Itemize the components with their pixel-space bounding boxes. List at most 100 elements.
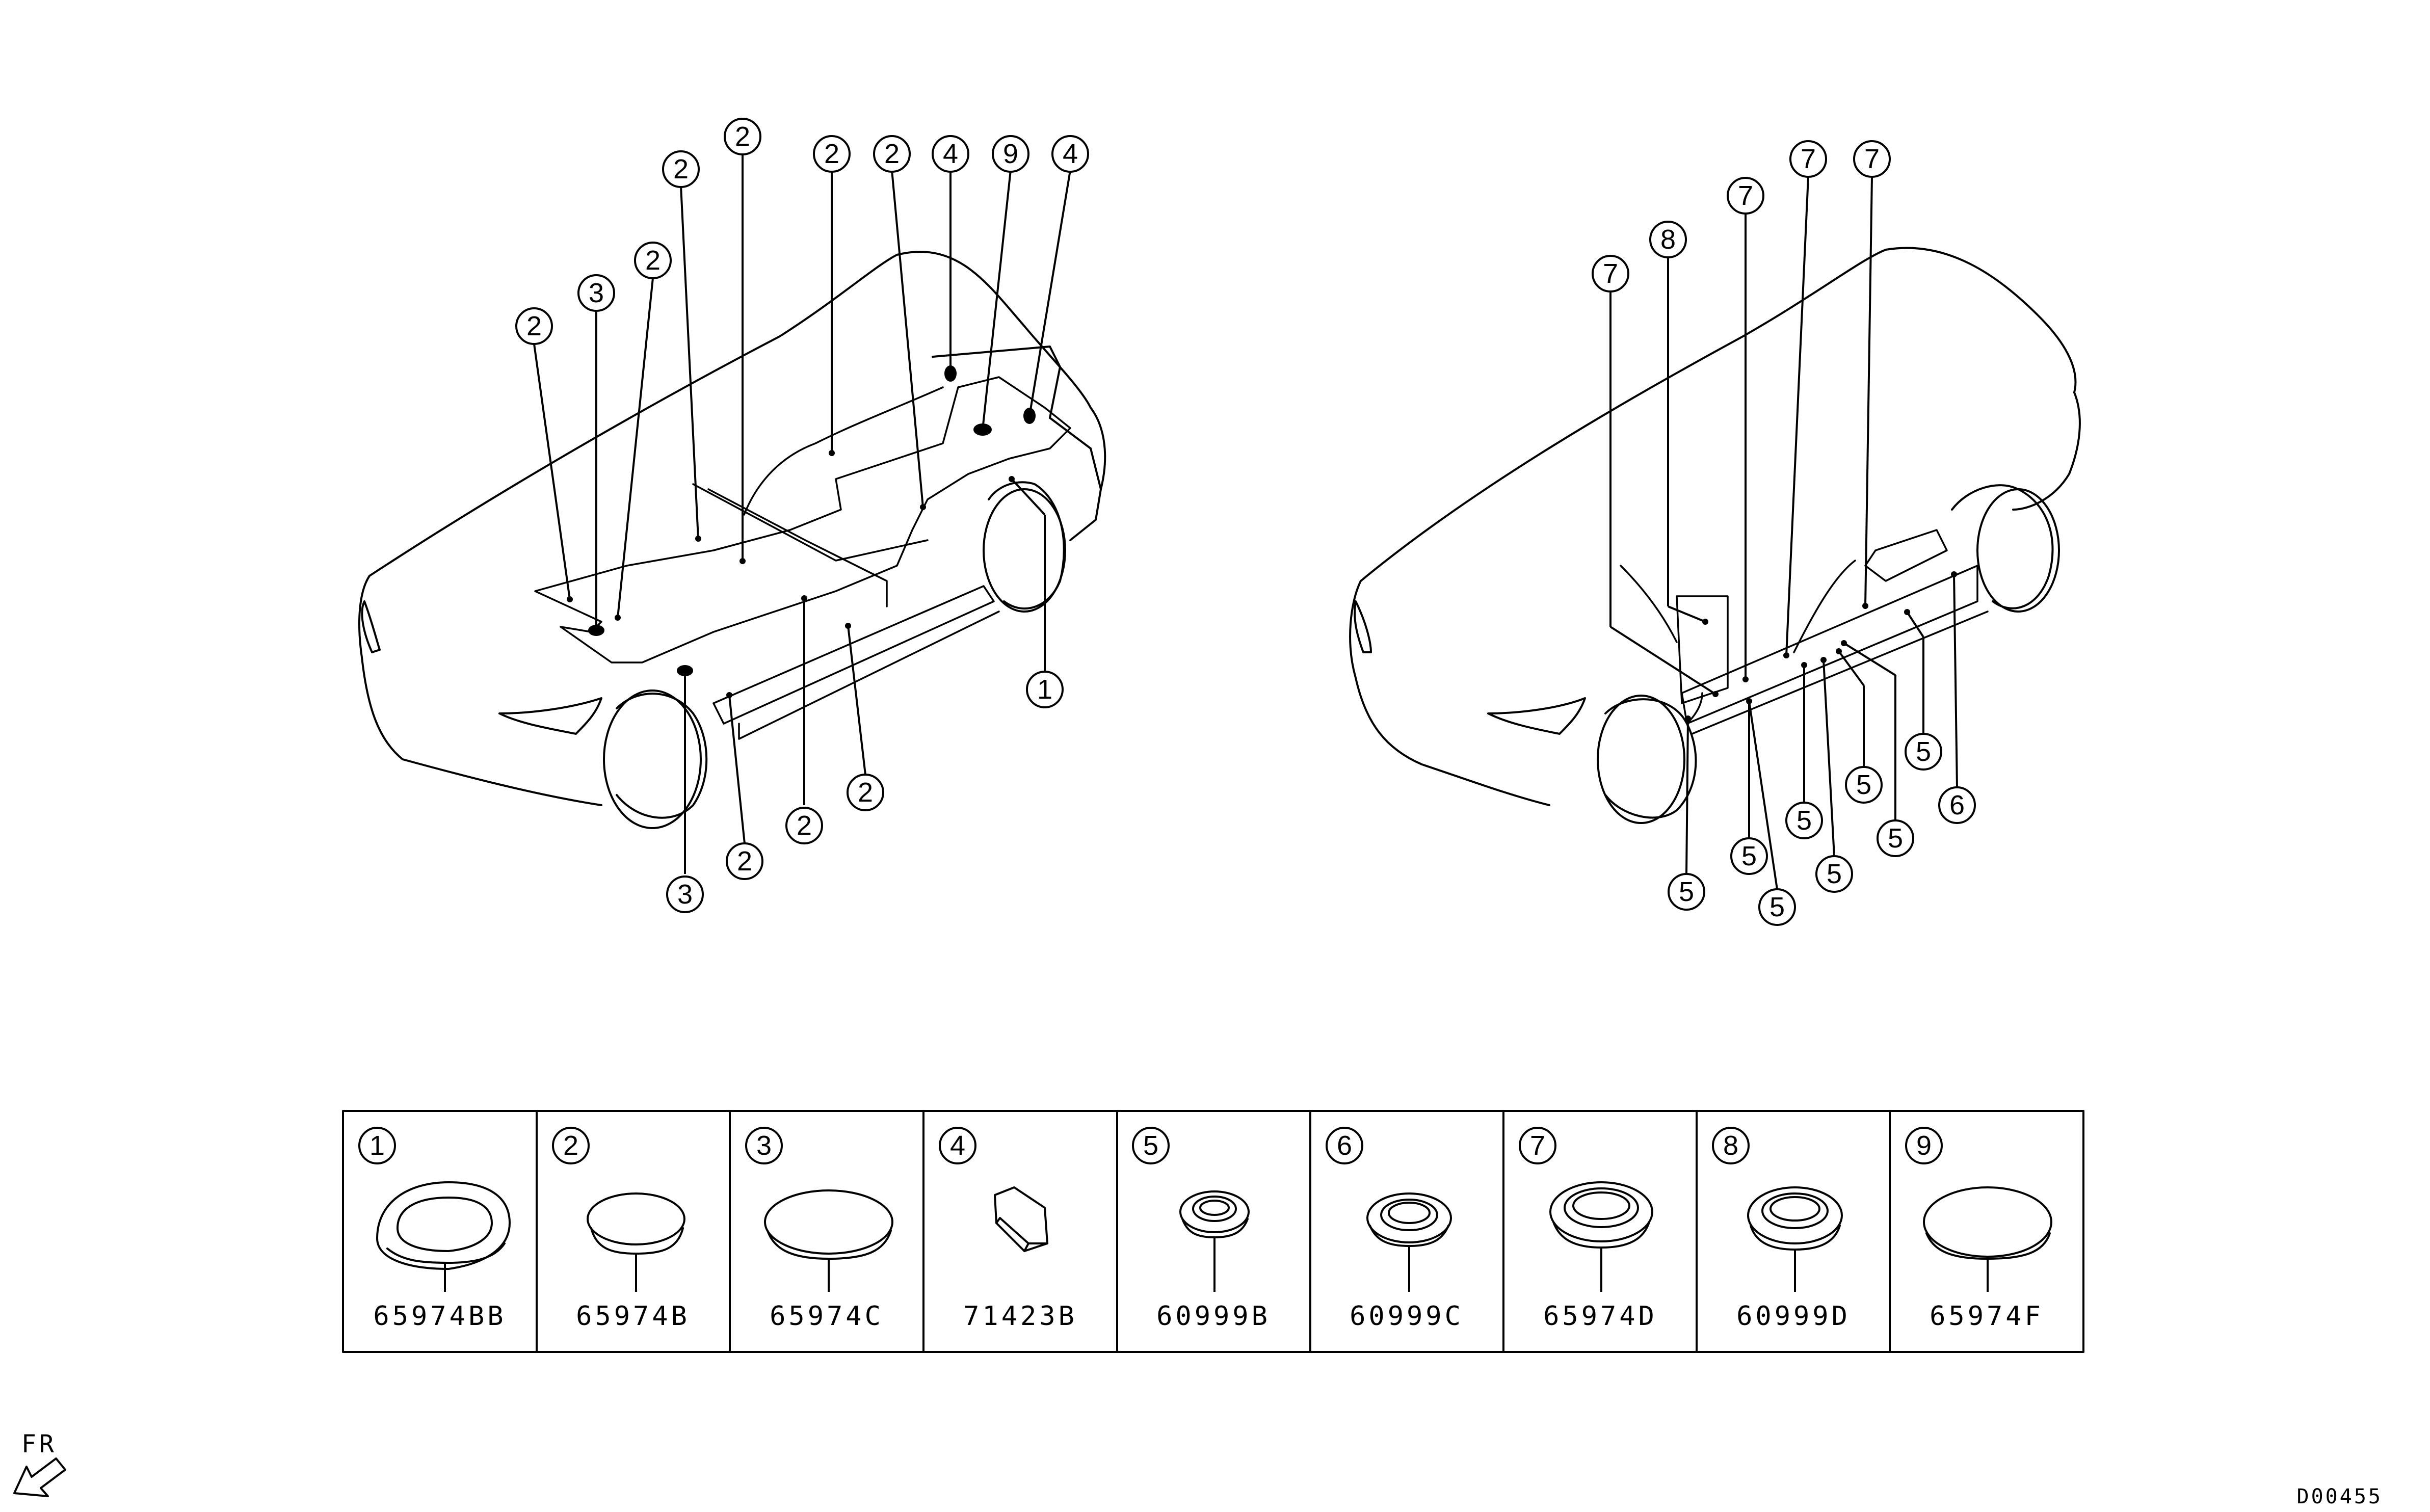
legend-cell-6: 6 60999C xyxy=(1326,1127,1464,1332)
legend-cell-5: 5 60999B xyxy=(1132,1127,1271,1332)
callout-7-b: 7 xyxy=(1727,177,1764,215)
callout-4-a: 4 xyxy=(932,135,969,173)
svg-text:3: 3 xyxy=(756,1130,772,1161)
callout-2-g: 2 xyxy=(847,774,884,811)
callout-5-f: 5 xyxy=(1845,766,1883,804)
fr-label: FR xyxy=(21,1430,57,1458)
part-code-1: 65974BB xyxy=(373,1301,506,1332)
front-direction-arrow-icon xyxy=(13,1457,66,1497)
svg-text:5: 5 xyxy=(1827,859,1842,889)
callout-7-d: 7 xyxy=(1853,140,1891,178)
part-code-2: 65974B xyxy=(576,1301,690,1332)
svg-text:5: 5 xyxy=(1856,770,1871,800)
callout-7-c: 7 xyxy=(1789,140,1827,178)
callout-2-f: 2 xyxy=(873,135,911,173)
legend-index-4: 4 xyxy=(939,1127,976,1164)
callout-9: 9 xyxy=(992,135,1029,173)
svg-text:5: 5 xyxy=(1916,736,1931,767)
part-code-6: 60999C xyxy=(1350,1301,1464,1332)
svg-text:2: 2 xyxy=(735,121,750,152)
svg-text:6: 6 xyxy=(1337,1130,1352,1161)
svg-text:1: 1 xyxy=(1037,674,1052,705)
callout-5-h: 5 xyxy=(1905,733,1942,771)
svg-text:9: 9 xyxy=(1916,1130,1932,1161)
callout-2-i: 2 xyxy=(726,842,763,880)
callout-5-d: 5 xyxy=(1785,802,1823,839)
legend-cell-2: 2 65974B xyxy=(552,1127,690,1332)
part-code-9: 65974F xyxy=(1930,1301,2044,1332)
svg-text:2: 2 xyxy=(563,1130,578,1161)
legend-index-3: 3 xyxy=(745,1127,783,1164)
grommet-medium-icon xyxy=(1366,1192,1452,1292)
callout-6: 6 xyxy=(1938,786,1976,824)
svg-text:9: 9 xyxy=(1003,139,1018,169)
left-car-leaders xyxy=(533,153,1071,874)
svg-text:2: 2 xyxy=(884,139,900,169)
callout-2-a: 2 xyxy=(515,307,553,345)
legend-index-6: 6 xyxy=(1326,1127,1363,1164)
callout-2-h: 2 xyxy=(785,807,823,844)
svg-text:5: 5 xyxy=(1797,805,1812,836)
callout-5-b: 5 xyxy=(1730,837,1768,875)
svg-text:5: 5 xyxy=(1741,841,1757,871)
right-car-leaders xyxy=(1609,176,1958,890)
svg-text:2: 2 xyxy=(824,139,839,169)
front-direction-indicator: FR xyxy=(13,1430,66,1497)
grommet-small-icon xyxy=(1179,1190,1250,1292)
svg-text:5: 5 xyxy=(1769,892,1785,922)
tape-patch-icon xyxy=(994,1186,1048,1252)
svg-text:5: 5 xyxy=(1143,1130,1158,1161)
grommet-thick-icon xyxy=(1747,1186,1843,1292)
legend-cell-3: 3 65974C xyxy=(745,1127,893,1332)
plug-large-icon xyxy=(764,1189,893,1292)
grommet-large-icon xyxy=(1549,1181,1653,1292)
svg-text:5: 5 xyxy=(1679,877,1694,907)
svg-text:8: 8 xyxy=(1660,224,1676,255)
part-code-3: 65974C xyxy=(770,1301,884,1332)
callout-4-b: 4 xyxy=(1051,135,1089,173)
part-code-8: 60999D xyxy=(1736,1301,1851,1332)
legend-index-1: 1 xyxy=(358,1127,396,1164)
callout-5-g: 5 xyxy=(1877,819,1914,857)
callout-5-e: 5 xyxy=(1815,855,1853,893)
legend-index-9: 9 xyxy=(1905,1127,1943,1164)
legend-cell-1: 1 65974BB xyxy=(358,1127,511,1332)
callout-5-a: 5 xyxy=(1668,873,1705,911)
callout-2-d: 2 xyxy=(724,118,761,155)
legend-index-8: 8 xyxy=(1712,1127,1750,1164)
svg-text:6: 6 xyxy=(1949,790,1965,820)
svg-text:1: 1 xyxy=(369,1130,385,1161)
svg-text:7: 7 xyxy=(1801,144,1816,174)
callout-2-c: 2 xyxy=(662,150,700,188)
callout-5-c: 5 xyxy=(1758,888,1796,926)
svg-text:2: 2 xyxy=(858,777,873,808)
legend-cell-4: 4 71423B xyxy=(939,1127,1077,1332)
svg-text:4: 4 xyxy=(950,1130,965,1161)
svg-text:3: 3 xyxy=(589,278,604,308)
part-code-4: 71423B xyxy=(963,1301,1077,1332)
legend-index-2: 2 xyxy=(552,1127,590,1164)
legend-index-5: 5 xyxy=(1132,1127,1170,1164)
parts-legend-table xyxy=(342,1110,2084,1353)
legend-cell-7: 7 65974D xyxy=(1519,1127,1657,1332)
svg-text:8: 8 xyxy=(1723,1130,1738,1161)
legend-index-7: 7 xyxy=(1519,1127,1556,1164)
part-code-7: 65974D xyxy=(1543,1301,1657,1332)
callout-7-a: 7 xyxy=(1592,255,1629,293)
svg-text:3: 3 xyxy=(677,879,693,910)
callout-2-e: 2 xyxy=(813,135,851,173)
svg-text:2: 2 xyxy=(673,154,689,184)
svg-text:4: 4 xyxy=(1063,139,1078,169)
right-car-side-drawing xyxy=(1349,247,2081,824)
svg-text:7: 7 xyxy=(1738,180,1753,211)
svg-text:7: 7 xyxy=(1603,258,1618,289)
svg-text:5: 5 xyxy=(1888,823,1903,854)
part-code-5: 60999B xyxy=(1156,1301,1271,1332)
plug-xlarge-icon xyxy=(1923,1186,2052,1292)
callout-8: 8 xyxy=(1649,221,1687,258)
left-car-underbody-drawing xyxy=(358,251,1106,829)
svg-text:2: 2 xyxy=(645,245,661,276)
legend-cell-8: 8 60999D xyxy=(1712,1127,1851,1332)
grommet-oval-icon xyxy=(376,1181,511,1292)
